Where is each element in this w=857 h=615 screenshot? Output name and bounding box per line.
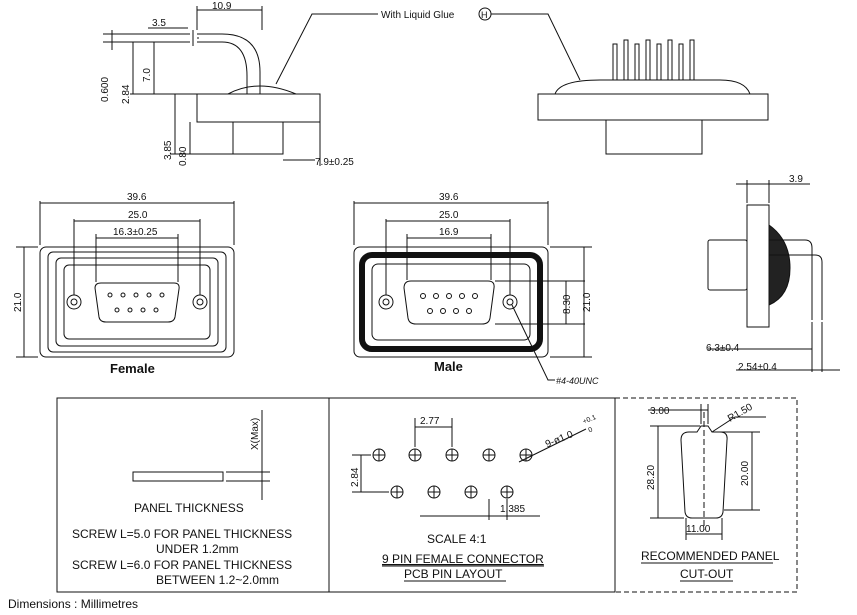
male-dim-shell: 8.30	[562, 294, 573, 314]
pcb-holes-bottom-row	[390, 485, 514, 499]
panel-note-1: SCREW L=5.0 FOR PANEL THICKNESS	[72, 527, 292, 541]
end-dim-3-9: 3.9	[789, 174, 803, 185]
rear-flange	[537, 93, 769, 121]
pcb-dim-2-77: 2.77	[420, 416, 440, 427]
rear-shell	[605, 119, 703, 155]
panel-note-2: UNDER 1.2mm	[156, 542, 239, 556]
side-pin-inner	[197, 33, 261, 94]
side-shell	[232, 121, 284, 155]
hole-note-group: 9-ø1.0 +0.1 0	[544, 414, 598, 450]
panel-plate	[132, 471, 224, 482]
cutout-title-2: CUT-OUT	[680, 567, 734, 581]
pcb-holes-top-row	[372, 448, 533, 462]
glue-leader-right	[491, 13, 581, 81]
panel-thickness-detail: X(Max)	[132, 410, 270, 500]
female-mount-hole-left	[66, 294, 82, 310]
hole-leader	[518, 428, 587, 463]
pcb-hole-note: 9-ø1.0	[544, 429, 575, 450]
dim-3-85: 3.85	[163, 140, 174, 160]
thread-leader	[511, 304, 555, 381]
end-dim-6-3: 6.3±0.4	[706, 343, 740, 354]
pcb-title-1: 9 PIN FEMALE CONNECTOR	[382, 552, 544, 566]
panel-note-4: BETWEEN 1.2~2.0mm	[156, 573, 279, 587]
female-view: 39.6 25.0 16.3±0.25 21.0	[13, 192, 235, 358]
side-glue-bump	[227, 85, 297, 95]
female-mount-hole-right	[192, 294, 208, 310]
male-flange	[353, 246, 549, 358]
glue-symbol: H	[481, 10, 488, 20]
male-dim-width: 39.6	[439, 192, 459, 203]
x-max-label: X(Max)	[250, 418, 261, 450]
dim-7-9: 7.9±0.25	[315, 157, 354, 168]
rear-view	[537, 39, 769, 155]
thread-note: #4-40UNC	[556, 376, 599, 386]
male-pins	[420, 293, 478, 314]
pcb-dim-2-84: 2.84	[350, 467, 361, 487]
glue-leader-left	[275, 13, 378, 85]
side-flange	[196, 93, 321, 123]
rear-body	[554, 79, 751, 95]
radius-leader	[711, 416, 766, 433]
panel-thickness-title: PANEL THICKNESS	[134, 501, 244, 515]
female-flange	[39, 246, 235, 358]
end-pin-lower	[769, 254, 823, 320]
cutout-dim-28-20: 28.20	[646, 465, 657, 490]
end-glue	[768, 224, 791, 306]
dim-10-9: 10.9	[212, 1, 232, 12]
pcb-hole-tol: +0.1	[582, 414, 598, 426]
cutout-dim-11-00: 11.00	[686, 524, 711, 535]
footer-units: Dimensions : Millimetres	[8, 597, 139, 611]
male-caption: Male	[434, 359, 463, 374]
female-dim-width: 39.6	[127, 192, 147, 203]
pcb-hole-tol-zero: 0	[587, 426, 593, 434]
female-dim-pitch: 25.0	[128, 210, 148, 221]
cutout-outline	[680, 425, 728, 519]
female-dim-inner: 16.3±0.25	[113, 227, 158, 238]
male-mount-hole-left	[378, 294, 394, 310]
end-flange	[746, 204, 770, 328]
cutout-frame	[614, 397, 798, 593]
male-dim-height: 21.0	[582, 292, 593, 312]
side-pin-outer	[197, 41, 248, 94]
end-shell	[707, 239, 748, 291]
pcb-title-2: PCB PIN LAYOUT	[404, 567, 503, 581]
male-gasket	[359, 252, 543, 352]
end-view: 3.9 6.3±0.4 2.54±0.4	[706, 174, 840, 373]
cutout-dim-3-00: 3.00	[650, 406, 670, 417]
male-d-sub-shell	[403, 280, 495, 325]
end-pin-upper	[769, 239, 813, 320]
female-dim-height: 21.0	[13, 292, 24, 312]
male-view: 39.6 25.0 16.9 8.30 21.0	[353, 192, 593, 381]
bottom-frame	[56, 397, 616, 593]
pcb-scale: SCALE 4:1	[427, 532, 487, 546]
dim-0-600: 0.600	[100, 77, 111, 102]
cutout-title-1: RECOMMENDED PANEL	[641, 549, 780, 563]
male-dim-inner: 16.9	[439, 227, 459, 238]
dim-2-84: 2.84	[121, 84, 132, 104]
side-view: 10.9 3.5 0.600 2.84 7.0 3.85 0.80 7.9±0.…	[100, 1, 378, 168]
female-d-sub-shell	[94, 282, 180, 323]
dim-0-80: 0.80	[178, 146, 189, 166]
dim-7-0: 7.0	[142, 68, 153, 82]
cutout-dim-r1-50: R1.50	[726, 402, 755, 425]
male-mount-hole-right	[502, 294, 518, 310]
pcb-dim-1-385: 1.385	[500, 504, 525, 515]
end-dim-2-54: 2.54±0.4	[738, 362, 777, 373]
pcb-pin-layout: 2.77 2.84 1.385	[350, 416, 587, 520]
panel-note-3: SCREW L=6.0 FOR PANEL THICKNESS	[72, 558, 292, 572]
female-pins	[107, 292, 165, 313]
male-dim-pitch: 25.0	[439, 210, 459, 221]
glue-note: With Liquid Glue	[381, 10, 455, 21]
female-caption: Female	[110, 361, 155, 376]
cutout-dim-20-00: 20.00	[740, 461, 751, 486]
dim-3-5: 3.5	[152, 18, 166, 29]
rear-pins	[612, 39, 695, 81]
panel-cutout: 3.00 R1.50 28.20 20.00 11.00	[646, 402, 766, 540]
